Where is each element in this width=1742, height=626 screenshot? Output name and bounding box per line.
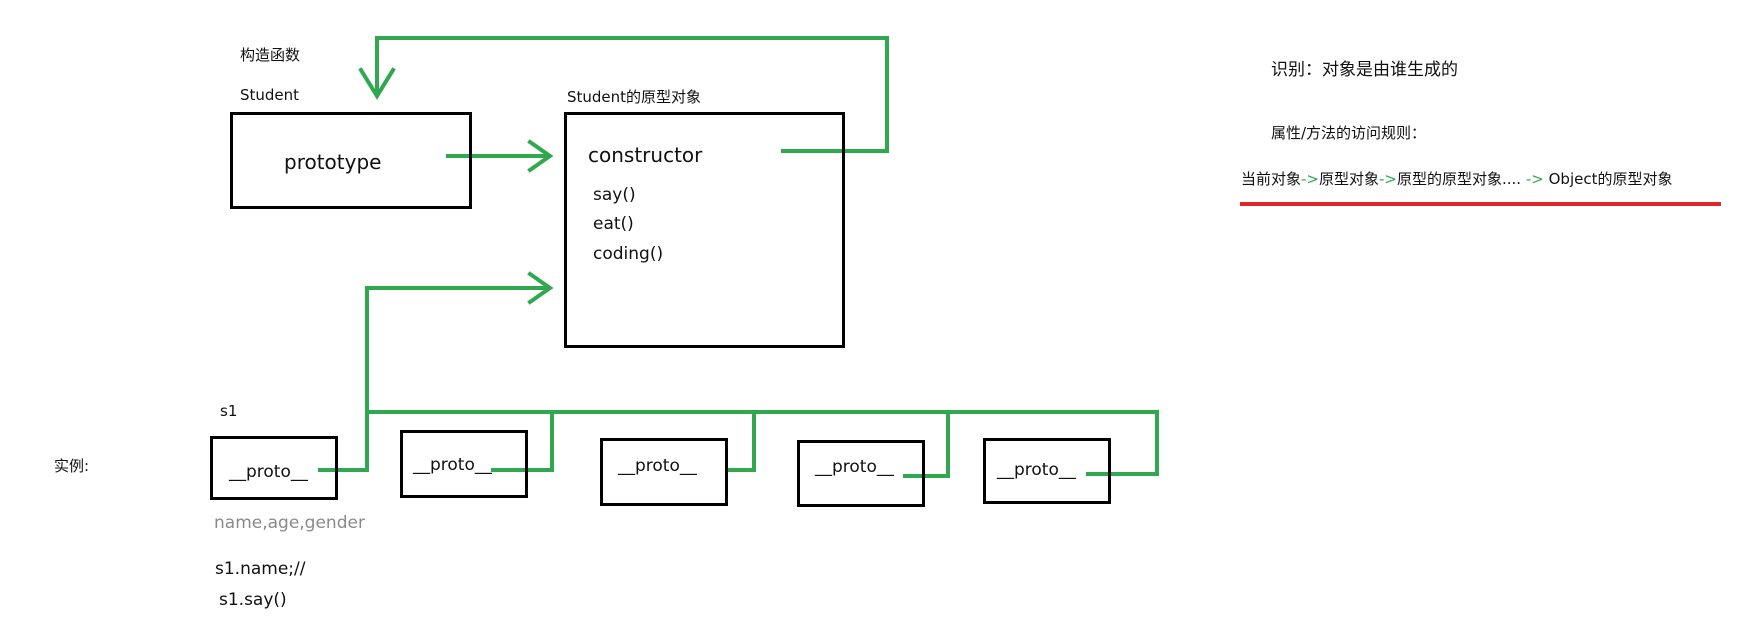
- constructor-title: 构造函数: [240, 46, 301, 64]
- method-say: say(): [593, 185, 636, 205]
- chain-prototype: 原型对象: [1319, 170, 1380, 188]
- prototype-field: prototype: [284, 150, 382, 174]
- chain-underline: [1240, 202, 1721, 206]
- instance-box-3: [600, 438, 728, 506]
- instance-props: name,age,gender: [214, 513, 365, 533]
- instance-proto-3: __proto__: [618, 456, 697, 476]
- prototype-arrow-head: [527, 139, 554, 173]
- instance-proto-2: __proto__: [413, 455, 492, 475]
- instance-proto-5: __proto__: [997, 460, 1076, 480]
- chain-object-proto: Object的原型对象: [1548, 170, 1673, 188]
- instance-box-2: [400, 430, 528, 498]
- instance-box-5: [983, 438, 1111, 504]
- instance-proto-4: __proto__: [815, 457, 894, 477]
- chain-sep-3: ->: [1525, 170, 1544, 188]
- constructor-arrow: [375, 36, 889, 153]
- chain-current: 当前对象: [1241, 170, 1302, 188]
- constructor-arrow-head: [358, 67, 396, 100]
- chain-sep-1: ->: [1301, 170, 1319, 188]
- instance-name-s1: s1: [220, 402, 238, 420]
- chain-sep-2: ->: [1379, 170, 1397, 188]
- constructor-box: [230, 112, 472, 209]
- code-line-2: s1.say(): [219, 590, 287, 610]
- constructor-name: Student: [240, 86, 300, 104]
- access-chain: 当前对象->原型对象->原型的原型对象.... -> Object的原型对象: [1241, 168, 1672, 189]
- instance-proto-1: __proto__: [229, 462, 308, 482]
- proto-3-link: [728, 410, 756, 472]
- proto-4-link: [903, 410, 950, 478]
- proto-5-link: [1086, 410, 1159, 476]
- proto-2-link: [491, 410, 554, 472]
- identify-note: 识别：对象是由谁生成的: [1271, 60, 1458, 80]
- method-eat: eat(): [593, 214, 634, 234]
- instances-label: 实例:: [54, 457, 90, 475]
- chain-proto-proto: 原型的原型对象....: [1397, 170, 1522, 188]
- prototype-object-title: Student的原型对象: [567, 88, 702, 106]
- method-coding: coding(): [593, 244, 664, 264]
- instance-box-1: [210, 436, 338, 500]
- proto-chain-head: [527, 271, 554, 305]
- access-rule-title: 属性/方法的访问规则：: [1271, 124, 1427, 142]
- instance-box-4: [797, 440, 925, 507]
- constructor-label: constructor: [588, 143, 703, 167]
- prototype-object-box: [564, 112, 845, 348]
- code-line-1: s1.name;//: [215, 559, 306, 579]
